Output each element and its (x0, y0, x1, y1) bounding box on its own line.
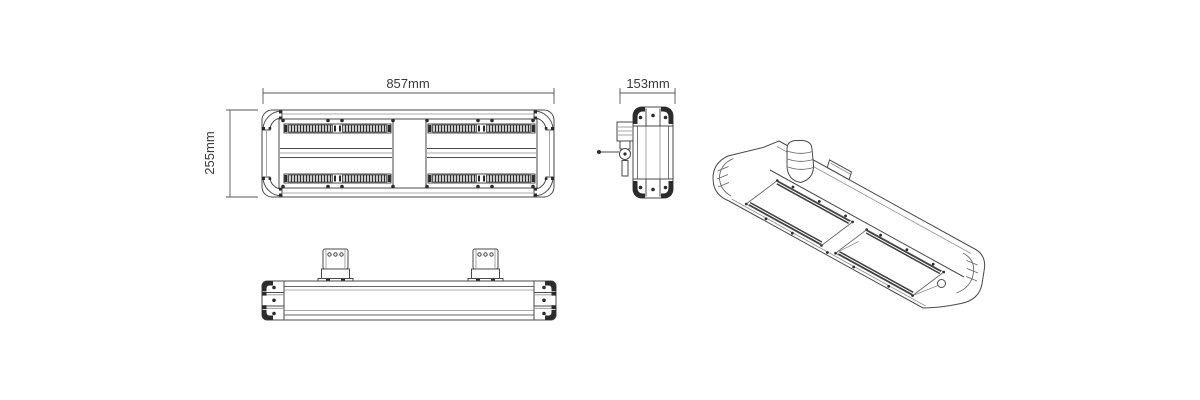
led-strip-row (427, 123, 536, 134)
front-view-body (261, 280, 557, 321)
iso-bracket (786, 140, 815, 184)
top-view: 857mm 255mm (202, 76, 555, 198)
dimension-label-857mm: 857mm (386, 76, 429, 91)
side-view-bracket (597, 121, 634, 177)
led-strip-row (427, 173, 536, 184)
dimension-label-255mm: 255mm (202, 131, 217, 174)
side-view-body (632, 106, 674, 199)
dimension-top-width: 857mm (262, 76, 555, 104)
iso-top-tab (826, 159, 853, 181)
iso-screw-dots (744, 179, 946, 297)
led-strip-row (283, 173, 392, 184)
mounting-bracket (317, 248, 354, 282)
iso-wire-loop (937, 279, 946, 288)
front-view (261, 248, 557, 321)
side-view: 153mm (597, 76, 676, 199)
top-view-body (261, 109, 555, 198)
led-strip-row (283, 123, 392, 134)
mounting-bracket (467, 248, 504, 282)
iso-end-segments (716, 166, 979, 282)
dimension-end-depth: 153mm (619, 76, 676, 104)
iso-led-modules (745, 179, 945, 297)
dimension-left-height: 255mm (202, 109, 258, 198)
dimension-label-153mm: 153mm (626, 76, 669, 91)
iso-view (712, 140, 986, 309)
screw-dots (281, 118, 535, 189)
